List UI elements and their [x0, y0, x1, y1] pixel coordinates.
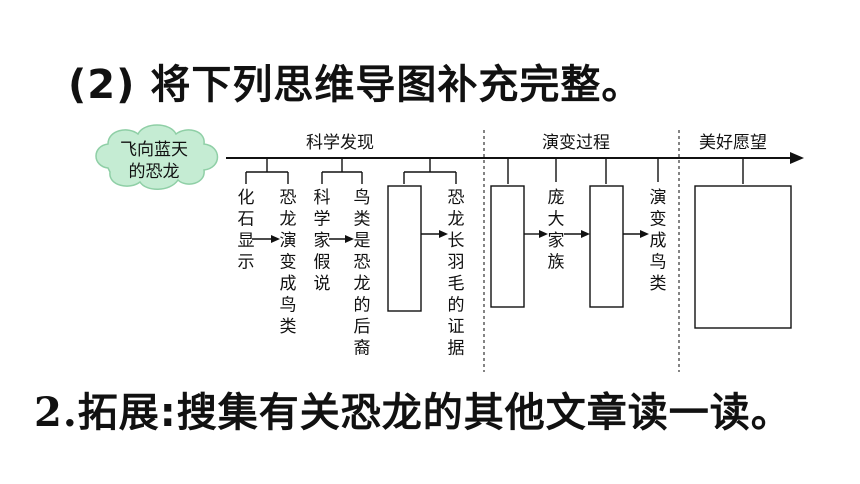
answer-box-evolution-2[interactable] — [589, 185, 624, 308]
node-label-7: 庞大家族 — [548, 188, 565, 273]
section-title-wish: 美好愿望 — [699, 133, 767, 153]
root-label-line2: 的恐龙 — [129, 162, 180, 182]
main-arrow — [226, 152, 804, 164]
connector-lines — [245, 158, 744, 184]
answer-box-wish[interactable] — [694, 185, 792, 329]
section-title-evolution: 演变过程 — [542, 133, 610, 153]
task-2: 2.拓展:搜集有关恐龙的其他文章读一读。 — [34, 380, 792, 438]
node-label-9: 演变成鸟类 — [650, 188, 667, 294]
answer-box-evolution-1[interactable] — [490, 185, 525, 308]
node-label-0: 化石显示 — [238, 188, 255, 273]
node-label-1: 恐龙演变成鸟类 — [280, 188, 297, 337]
task-label: 拓展 — [77, 390, 160, 436]
task-number: 2. — [34, 389, 78, 436]
answer-box-discovery[interactable] — [387, 185, 422, 312]
task-text: 搜集有关恐龙的其他文章读一读。 — [176, 390, 792, 436]
question-heading: (2) 将下列思维导图补充完整。 — [68, 52, 642, 110]
root-cloud: 飞向蓝天 的恐龙 — [95, 124, 219, 190]
question-number: (2) — [68, 62, 136, 108]
node-label-5: 恐龙长羽毛的证据 — [448, 188, 465, 359]
question-instruction: 将下列思维导图补充完整。 — [150, 62, 643, 108]
node-label-3: 鸟类是恐龙的后裔 — [354, 188, 371, 359]
flow-arrows — [252, 230, 649, 243]
task-colon: : — [159, 390, 177, 436]
node-label-2: 科学家假说 — [314, 188, 331, 294]
root-label-line1: 飞向蓝天 — [120, 140, 188, 160]
section-title-discovery: 科学发现 — [306, 133, 374, 153]
